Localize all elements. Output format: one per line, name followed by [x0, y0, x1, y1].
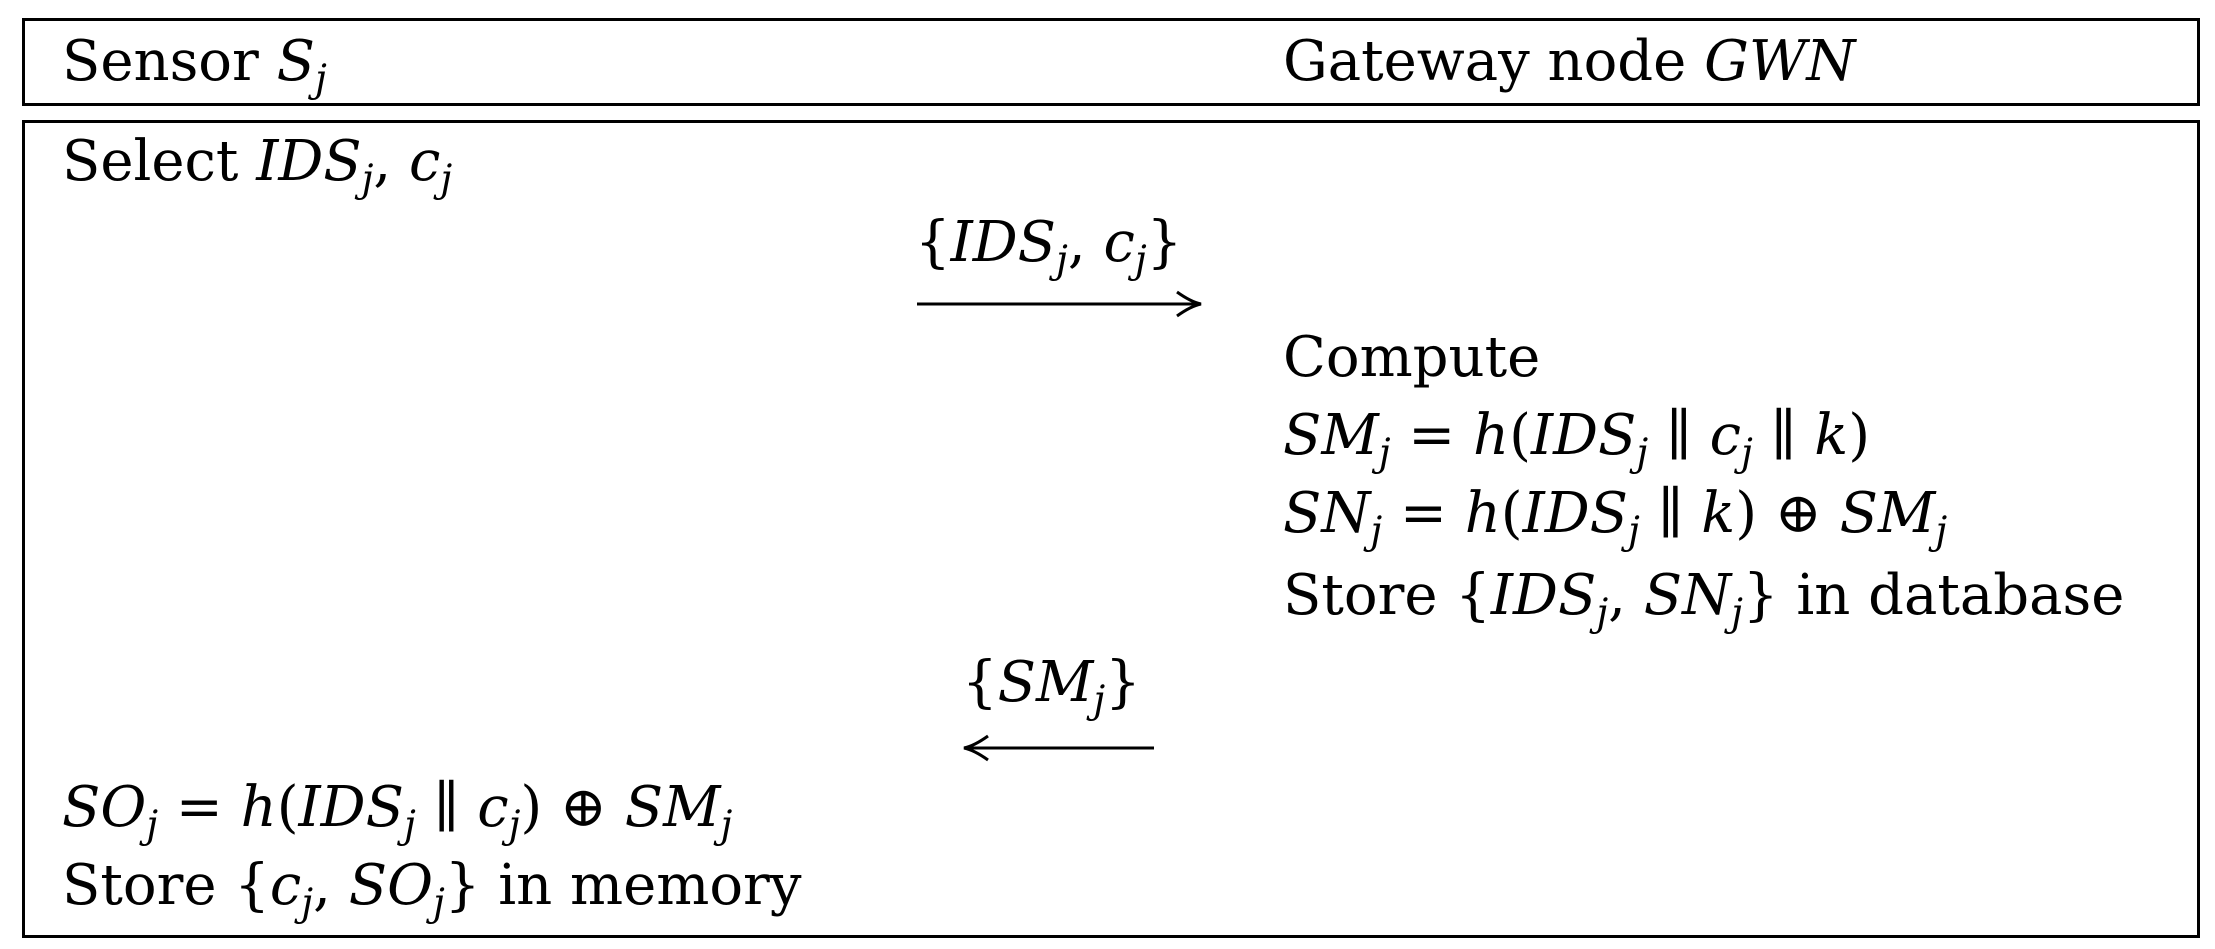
gateway-sn-equation-row: SNj = h(IDSj ∥ k) ⊕ SMj [1283, 486, 1947, 550]
gateway-sn-equation: SNj = h(IDSj ∥ k) ⊕ SMj [1283, 481, 1948, 553]
gateway-store-text: Store {IDSj, SNj} in database [1283, 563, 2125, 635]
gateway-heading: Gateway node GWN [1283, 34, 1855, 90]
gateway-sm-equation: SMj = h(IDSj ∥ cj ∥ k) [1283, 403, 1871, 475]
sensor-store-step: Store {cj, SOj} in memory [62, 858, 801, 922]
left-arrow-icon [963, 734, 1154, 762]
header-row [22, 18, 2200, 106]
sensor-select-text: Select IDSj, cj [62, 129, 453, 201]
sensor-heading-text: Sensor Sj [62, 29, 327, 101]
message-1-text: {IDSj, cj} [915, 210, 1183, 282]
gateway-sm-equation-row: SMj = h(IDSj ∥ cj ∥ k) [1283, 408, 1870, 472]
sensor-compute-so-step: SOj = h(IDSj ∥ cj) ⊕ SMj [62, 780, 732, 844]
message-2-label: {SMj} [962, 655, 1141, 719]
gateway-store-step: Store {IDSj, SNj} in database [1283, 568, 2124, 632]
sensor-store-text: Store {cj, SOj} in memory [62, 853, 802, 925]
gateway-compute-step: Compute [1283, 330, 1540, 386]
gateway-heading-text: Gateway node GWN [1283, 29, 1856, 94]
protocol-body [22, 120, 2200, 938]
message-1-label: {IDSj, cj} [915, 215, 1182, 279]
sensor-so-equation: SOj = h(IDSj ∥ cj) ⊕ SMj [62, 775, 733, 847]
right-arrow-icon [917, 290, 1202, 318]
sensor-select-step: Select IDSj, cj [62, 134, 452, 198]
sensor-heading: Sensor Sj [62, 34, 327, 98]
message-2-text: {SMj} [962, 650, 1141, 722]
gateway-compute-text: Compute [1283, 325, 1541, 390]
